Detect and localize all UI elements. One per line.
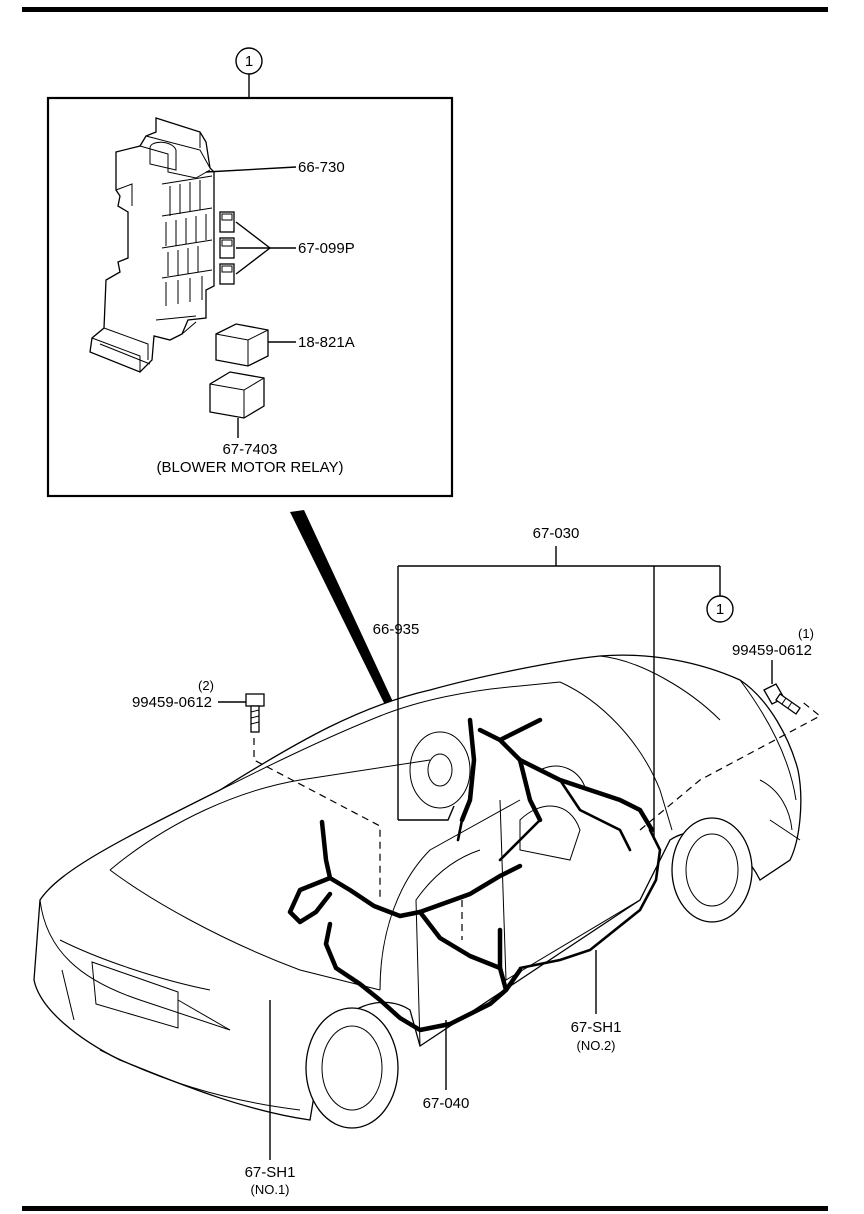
label-harness-sub: 66-935 — [373, 621, 420, 638]
bolt-left-drawing — [245, 693, 265, 733]
label-harness-main: 67-030 — [533, 525, 580, 542]
wire-harness-drawing — [287, 717, 662, 1033]
label-shield-no1-note: (NO.1) — [251, 1182, 290, 1197]
label-fuses: 67-099P — [298, 240, 355, 257]
label-fuse-block: 66-730 — [298, 159, 345, 176]
label-shield-no2-part: 67-SH1 — [571, 1019, 622, 1036]
label-relay: 18-821A — [298, 334, 355, 351]
label-shield-no1-part: 67-SH1 — [245, 1164, 296, 1181]
label-bolt-left-part: 99459-0612 — [132, 694, 212, 711]
label-blower-relay-name: (BLOWER MOTOR RELAY) — [157, 459, 344, 476]
index-marker-inset-label: 1 — [245, 53, 253, 70]
relay-drawing — [215, 323, 269, 367]
label-bolt-right-qty: (1) — [798, 626, 814, 641]
label-shield-no2-note: (NO.2) — [577, 1038, 616, 1053]
inset-frame — [46, 96, 454, 498]
label-bolt-left-qty: (2) — [198, 678, 214, 693]
car-drawing — [33, 654, 802, 1129]
label-floor-harness: 67-040 — [423, 1095, 470, 1112]
mini-fuses-drawing — [219, 211, 235, 285]
top-rule — [22, 7, 828, 12]
bolt-right-drawing — [763, 683, 801, 715]
label-bolt-right-part: 99459-0612 — [732, 642, 812, 659]
label-blower-relay-part: 67-7403 — [222, 441, 277, 458]
index-marker-inset: 1 — [235, 47, 263, 98]
bottom-rule — [22, 1206, 828, 1211]
index-marker-main: 1 — [706, 595, 734, 623]
index-marker-main-label: 1 — [716, 601, 724, 618]
inset-pointer-wedge — [290, 510, 420, 764]
blower-relay-drawing — [209, 371, 265, 419]
fuse-block-drawing — [89, 117, 215, 373]
